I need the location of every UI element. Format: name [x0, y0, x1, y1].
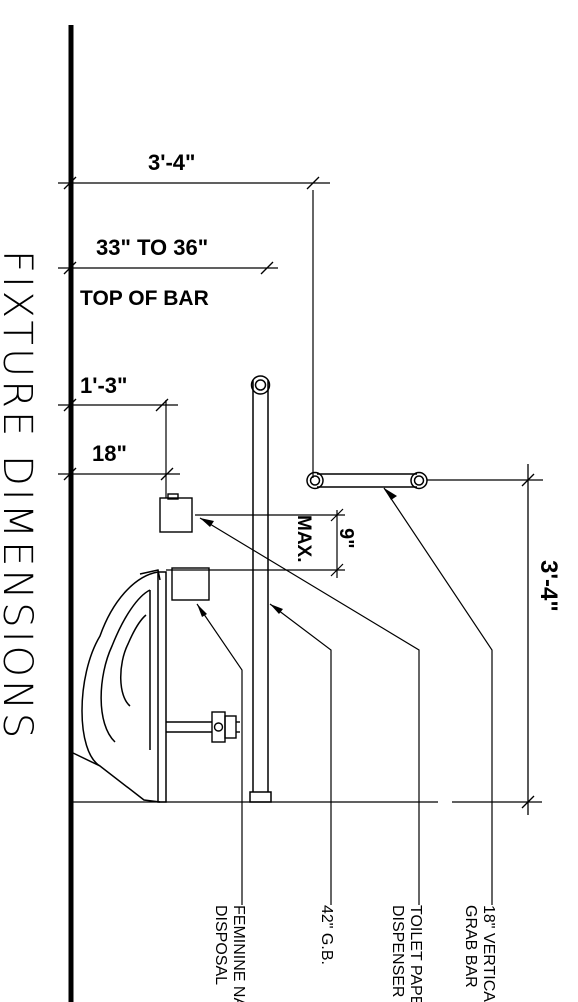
leader-toilet-paper [199, 517, 420, 905]
dim-label-overall-height: 3'-4" [535, 560, 562, 612]
callout-grab-bar-18-line1: 18" VERTICAL [480, 905, 497, 1002]
toilet-paper-dispenser [159, 493, 193, 533]
dimension-overall-height: 3'-4" [427, 464, 562, 815]
drawing-title: FIXTURE DIMENSIONS [0, 250, 40, 741]
dim-label-top-of-bar: TOP OF BAR [80, 287, 209, 310]
callout-grab-bar-42-label: 42" G.B. [318, 905, 335, 965]
dimension-overall-width: 3'-4" [58, 150, 330, 190]
dim-label-napkin-offset: 18" [92, 441, 127, 466]
flush-valve [166, 711, 240, 743]
callout-toilet-paper-line2: DISPENSER [389, 905, 406, 997]
dimension-bar-range: 33" TO 36" TOP OF BAR [58, 235, 278, 310]
extension-lines [165, 190, 314, 498]
callout-toilet-paper: TOILET PAPER DISPENSER [389, 905, 424, 1002]
leader-napkin-disposal [196, 603, 243, 905]
callout-toilet-paper-line1: TOILET PAPER [407, 905, 424, 1002]
dim-label-max: MAX. [293, 515, 314, 563]
feminine-napkin-disposal [171, 567, 210, 601]
dimension-napkin-offset: 18" [58, 441, 180, 481]
dim-label-nine: 9" [335, 528, 357, 549]
callout-grab-bar-42: 42" G.B. [318, 905, 335, 965]
callout-grab-bar-18: 18" VERTICAL GRAB BAR [462, 905, 497, 1002]
urinal-fixture [70, 569, 167, 803]
callout-grab-bar-18-line2: GRAB BAR [462, 905, 479, 988]
grab-bar-18 [306, 471, 428, 490]
grab-bar-42 [249, 375, 272, 803]
dim-label-bar-range: 33" TO 36" [96, 235, 208, 260]
leader-grab-bar-42 [269, 603, 332, 905]
dim-label-paper-offset: 1'-3" [80, 373, 127, 398]
callout-napkin-disposal-line1: FEMININE NAPKIN [230, 905, 247, 1002]
callout-napkin-disposal-line2: DISPOSAL [212, 905, 229, 985]
dimension-nine-max: MAX. 9" [166, 508, 357, 578]
leader-grab-bar-18 [383, 487, 493, 905]
callout-napkin-disposal: FEMININE NAPKIN DISPOSAL [212, 905, 247, 1002]
dim-label-overall-width: 3'-4" [148, 150, 195, 175]
dimension-paper-offset: 1'-3" [58, 373, 178, 412]
